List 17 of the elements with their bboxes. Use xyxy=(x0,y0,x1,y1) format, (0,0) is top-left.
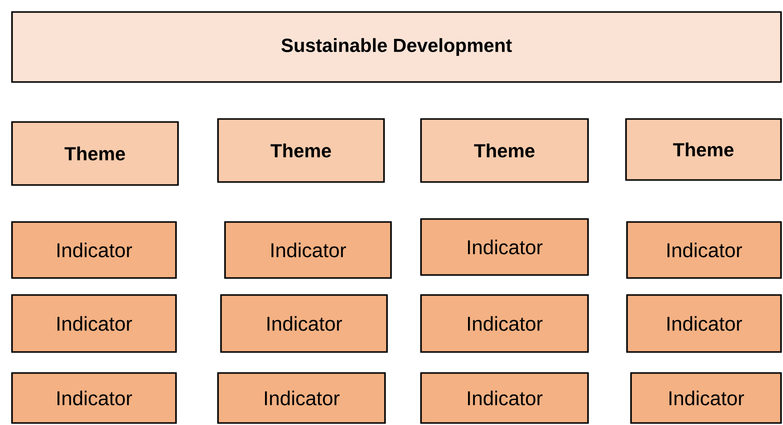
theme-box: Theme xyxy=(420,118,589,183)
indicator-box: Indicator xyxy=(626,221,782,279)
indicator-box: Indicator xyxy=(11,221,177,279)
indicator-box: Indicator xyxy=(11,372,177,424)
indicator-box: Indicator xyxy=(420,218,589,276)
indicator-box: Indicator xyxy=(224,221,392,279)
indicator-box: Indicator xyxy=(630,372,782,424)
heading-box: Sustainable Development xyxy=(11,11,782,83)
theme-box: Theme xyxy=(217,118,385,183)
indicator-box: Indicator xyxy=(220,294,388,353)
indicator-box: Indicator xyxy=(420,294,589,353)
theme-box: Theme xyxy=(625,118,782,181)
indicator-box: Indicator xyxy=(11,294,177,353)
indicator-box: Indicator xyxy=(217,372,386,424)
indicator-box: Indicator xyxy=(626,294,782,353)
theme-box: Theme xyxy=(11,121,179,186)
indicator-box: Indicator xyxy=(420,372,589,424)
